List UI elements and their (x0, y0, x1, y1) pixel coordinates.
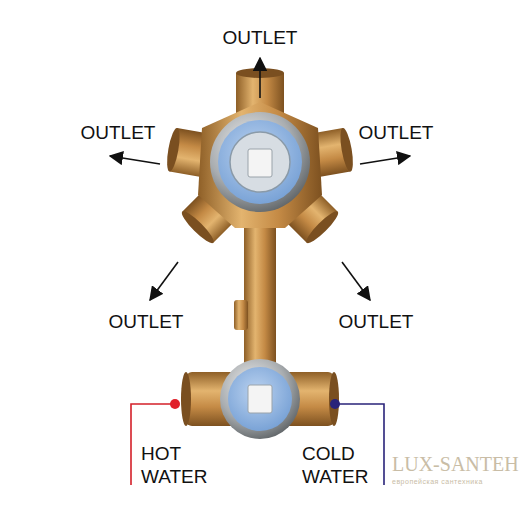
inlet-label: HOT WATER (141, 443, 225, 489)
leader-arrows (110, 58, 410, 300)
lug (234, 300, 248, 330)
chrome-nut (210, 112, 310, 212)
cartridge (228, 367, 292, 431)
cartridge (218, 120, 302, 204)
valve-body (198, 102, 322, 228)
outlet-label: OUTLET (81, 122, 156, 145)
cold-dot (330, 399, 340, 409)
outlet-label: OUTLET (223, 27, 298, 50)
outlet-label: OUTLET (359, 122, 434, 145)
hot-dot (170, 399, 180, 409)
spindle (248, 149, 272, 177)
outlet-label: OUTLET (339, 311, 414, 334)
watermark: LUX-SANTEH (392, 452, 519, 476)
chrome-nut (220, 359, 300, 439)
outlet-label: OUTLET (109, 311, 184, 334)
spindle (248, 385, 272, 413)
watermark: европейская сантехника (392, 478, 483, 486)
inlet-label: COLD WATER (302, 443, 386, 489)
